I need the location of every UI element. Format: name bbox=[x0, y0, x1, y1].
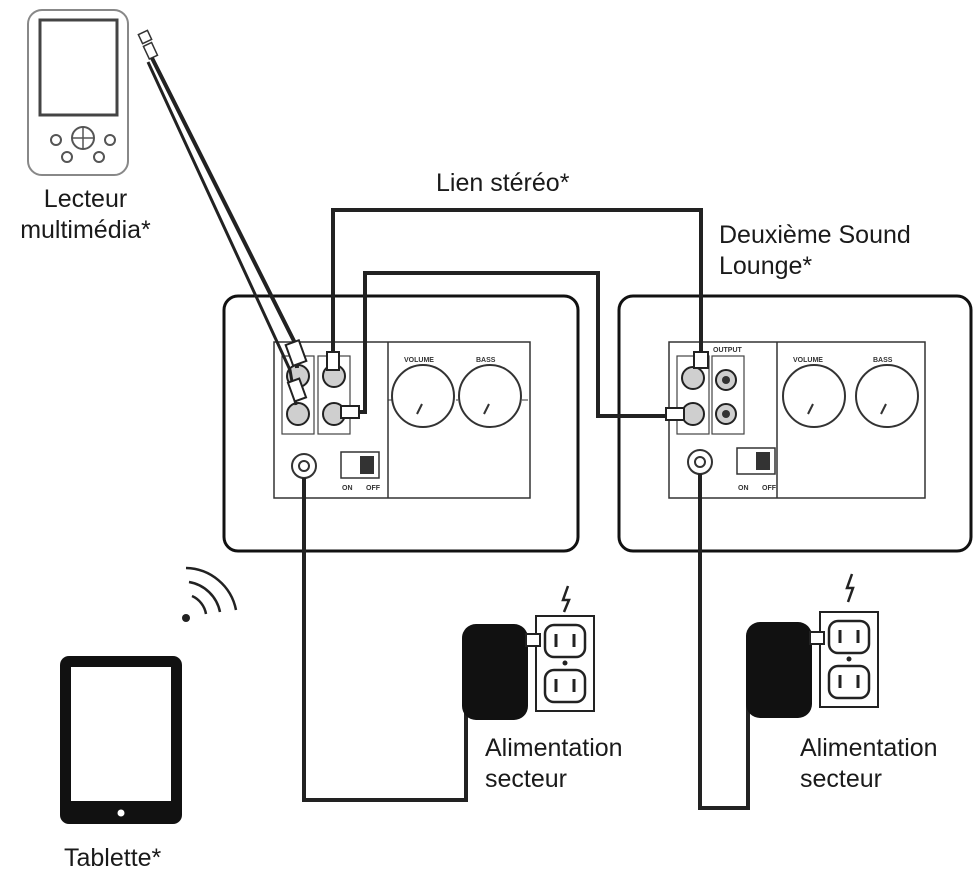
power-label-right: Alimentation secteur bbox=[800, 733, 938, 795]
lightning-icon-right bbox=[845, 573, 855, 603]
speaker-unit-left: VOLUME BASS ON OFF bbox=[222, 294, 580, 553]
media-player-icon bbox=[27, 9, 129, 176]
stereo-link-cable-outer bbox=[331, 208, 703, 365]
power-label-left-line-1: Alimentation bbox=[485, 734, 623, 762]
aux-plug-icon bbox=[137, 29, 159, 61]
stereo-link-cable-inner bbox=[354, 271, 680, 418]
bass-label-left: BASS bbox=[476, 357, 496, 364]
speaker-unit-right: VOLUME BASS OUTPUT ON OFF bbox=[617, 294, 973, 553]
wifi-icon bbox=[182, 566, 238, 622]
plug-heads bbox=[284, 338, 709, 421]
tablet-label: Tablette* bbox=[64, 844, 162, 872]
media-player-label-line-2: multimédia* bbox=[20, 216, 151, 244]
media-player-label: Lecteur multimédia* bbox=[18, 184, 153, 246]
power-label-right-line-1: Alimentation bbox=[800, 734, 938, 762]
tablet-icon bbox=[60, 656, 182, 824]
second-unit-label-line-1: Deuxième Sound bbox=[719, 221, 911, 249]
power-label-left: Alimentation secteur bbox=[485, 733, 623, 795]
output-label-right: OUTPUT bbox=[713, 347, 743, 354]
second-unit-label-line-2: Lounge* bbox=[719, 252, 813, 280]
power-cable-left bbox=[302, 478, 468, 802]
off-label-left: OFF bbox=[366, 485, 381, 492]
bass-label-right: BASS bbox=[873, 357, 893, 364]
off-label-right: OFF bbox=[762, 485, 777, 492]
second-unit-label: Deuxième Sound Lounge* bbox=[719, 220, 911, 282]
media-player-label-line-1: Lecteur bbox=[43, 185, 128, 213]
power-cable-right bbox=[698, 474, 750, 810]
power-label-right-line-2: secteur bbox=[800, 765, 882, 793]
on-label-right: ON bbox=[738, 485, 749, 492]
power-label-left-line-2: secteur bbox=[485, 765, 567, 793]
volume-label-left: VOLUME bbox=[404, 357, 434, 364]
power-adapter-icon-left bbox=[462, 624, 541, 720]
stereo-link-label: Lien stéréo* bbox=[436, 169, 570, 197]
wall-outlet-icon-left bbox=[535, 615, 595, 712]
power-adapter-icon-right bbox=[746, 622, 825, 718]
wall-outlet-icon-right bbox=[819, 611, 879, 708]
volume-label-right: VOLUME bbox=[793, 357, 823, 364]
lightning-icon-left bbox=[561, 585, 571, 613]
on-label-left: ON bbox=[342, 485, 353, 492]
